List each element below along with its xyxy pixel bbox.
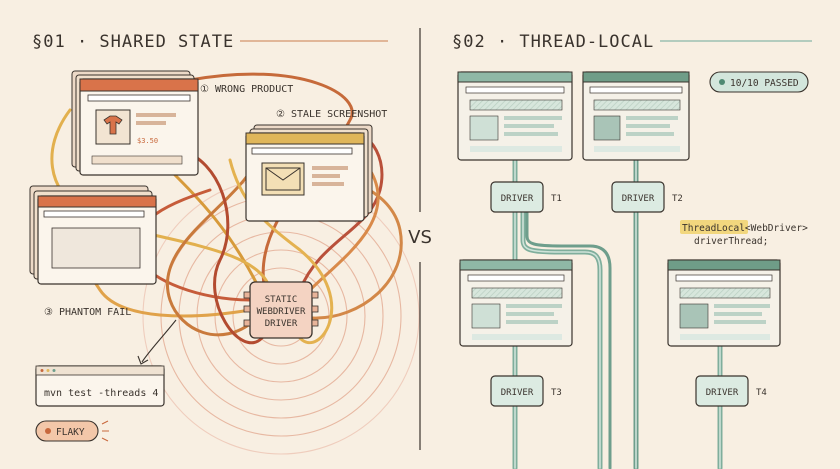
driver-t2: DRIVER T2 <box>611 181 683 213</box>
price-label: $3.50 <box>137 137 158 145</box>
flaky-badge: FLAKY <box>35 420 109 442</box>
static-webdriver-chip: STATIC WEBDRIVER DRIVER <box>243 281 319 339</box>
success-dot-icon <box>719 79 725 85</box>
arrow-to-terminal <box>141 319 177 363</box>
shared-state-panel: §01 · SHARED STATE <box>29 32 420 455</box>
driver-t3-thread: T3 <box>551 388 562 398</box>
driver-t3-label: DRIVER <box>501 388 534 398</box>
annotation-wrong-product: ① WRONG PRODUCT <box>200 84 293 95</box>
code-snippet: ThreadLocal<WebDriver> driverThread; <box>680 220 808 247</box>
browser-window-t2 <box>582 71 690 161</box>
annotation-stale-screenshot: ② STALE SCREENSHOT <box>276 109 387 120</box>
terminal-window: mvn test -threads 4 <box>35 365 165 407</box>
warning-dot-icon <box>45 428 51 434</box>
passed-label: 10/10 PASSED <box>730 78 799 89</box>
envelope-icon <box>265 167 301 191</box>
code-generic: <WebDriver> <box>745 223 808 234</box>
passed-badge: 10/10 PASSED <box>709 71 809 93</box>
thread-local-title: §02 · THREAD-LOCAL <box>452 32 654 52</box>
thread-local-panel: §02 · THREAD-LOCAL 10/10 PASSED <box>452 32 812 469</box>
browser-window-t3 <box>459 259 573 347</box>
driver-t4-thread: T4 <box>756 388 767 398</box>
driver-t1-label: DRIVER <box>501 194 534 204</box>
driver-t2-label: DRIVER <box>622 194 655 204</box>
browser-stack-phantom-fail <box>29 185 157 285</box>
static-driver-line-2: WEBDRIVER <box>257 307 306 317</box>
browser-window-t1 <box>457 71 573 161</box>
browser-stack-wrong-product: $3.50 <box>71 70 199 176</box>
terminal-command: mvn test -threads 4 <box>44 388 158 399</box>
flaky-label: FLAKY <box>56 427 85 438</box>
code-line-1: ThreadLocal<WebDriver> <box>682 223 808 234</box>
shirt-icon <box>103 115 123 135</box>
driver-t1: DRIVER T1 <box>490 181 562 213</box>
browser-window-t4 <box>667 259 781 347</box>
vs-label: VS <box>408 227 432 248</box>
browser-stack-stale-screenshot <box>245 124 373 222</box>
driver-t4-label: DRIVER <box>706 388 739 398</box>
divider: VS <box>408 28 432 450</box>
static-driver-line-3: DRIVER <box>265 319 298 329</box>
annotation-phantom-fail: ③ PHANTOM FAIL <box>44 307 131 318</box>
static-driver-line-1: STATIC <box>265 295 298 305</box>
code-threadlocal: ThreadLocal <box>682 223 745 234</box>
driver-t1-thread: T1 <box>551 194 562 204</box>
driver-t3: DRIVER T3 <box>490 375 562 407</box>
driver-t2-thread: T2 <box>672 194 683 204</box>
shared-state-title: §01 · SHARED STATE <box>32 32 234 52</box>
code-line-2: driverThread; <box>694 236 768 247</box>
driver-t4: DRIVER T4 <box>695 375 767 407</box>
